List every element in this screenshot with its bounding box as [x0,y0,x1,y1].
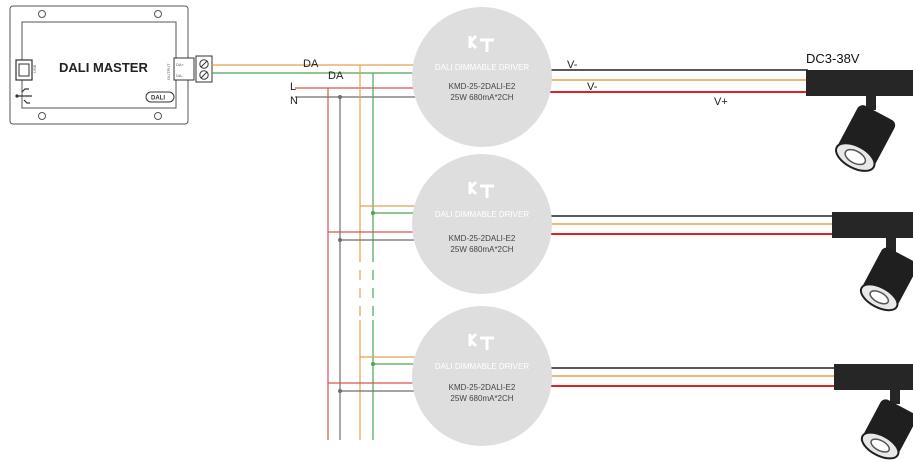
svg-text:DALI: DALI [151,96,165,102]
driver-model: KMD-25-2DALI-E2 [449,383,516,392]
input-wires [212,64,420,440]
neutral-label: N [290,95,298,107]
screw-terminal-icon [195,55,213,83]
driver-spec: 25W 680mA*2CH [450,93,513,102]
driver-title: DALI DIMMABLE DRIVER [435,63,529,72]
track-light-2 [832,212,913,312]
da-label-1: DA [303,58,319,70]
track-light-1 [806,70,913,172]
spotlight-icon [860,399,913,460]
mount-hole-icon [38,10,46,18]
mount-hole-icon [154,112,162,120]
driver-spec: 25W 680mA*2CH [450,245,513,254]
usb-port-label: USB [32,64,37,73]
dc-voltage-label: DC3-38V [806,51,860,66]
da-label-2: DA [328,70,344,82]
driver-title: DALI DIMMABLE DRIVER [435,362,529,371]
usb-symbol-icon [15,88,32,104]
dali-master-device: USB DALI MASTER OUTPUT DA+ DA- DALI [9,5,213,125]
driver-title: DALI DIMMABLE DRIVER [435,210,529,219]
output-wires [548,69,834,387]
v-plus-label: V+ [714,96,728,108]
driver-model: KMD-25-2DALI-E2 [449,234,516,243]
live-label: L [290,81,296,93]
brand-logo-icon [468,180,494,198]
spotlight-icon [859,247,913,312]
mount-hole-icon [154,10,162,18]
driver-model: KMD-25-2DALI-E2 [449,82,516,91]
driver-1: DALI DIMMABLE DRIVER KMD-25-2DALI-E2 25W… [412,7,552,147]
v-minus-label-1: V- [567,59,578,71]
track-rail [806,70,913,96]
output-terminal-block[interactable]: DA+ DA- [173,57,195,81]
terminal-b-label: DA- [176,73,184,78]
driver-spec: 25W 680mA*2CH [450,394,513,403]
mount-hole-icon [38,112,46,120]
driver-3: DALI DIMMABLE DRIVER KMD-25-2DALI-E2 25W… [412,306,552,446]
dali-logo-icon: DALI [145,91,175,103]
brand-logo-icon [468,34,494,52]
track-light-3 [834,364,913,460]
brand-logo-icon [468,332,494,350]
master-title: DALI MASTER [59,60,148,75]
output-label: OUTPUT [166,63,171,80]
spotlight-icon [835,105,896,172]
track-rail [834,364,913,390]
v-minus-label-2: V- [587,81,598,93]
track-rail [832,212,913,238]
terminal-a-label: DA+ [176,62,185,67]
usb-port-icon[interactable] [15,59,33,81]
driver-2: DALI DIMMABLE DRIVER KMD-25-2DALI-E2 25W… [412,154,552,294]
